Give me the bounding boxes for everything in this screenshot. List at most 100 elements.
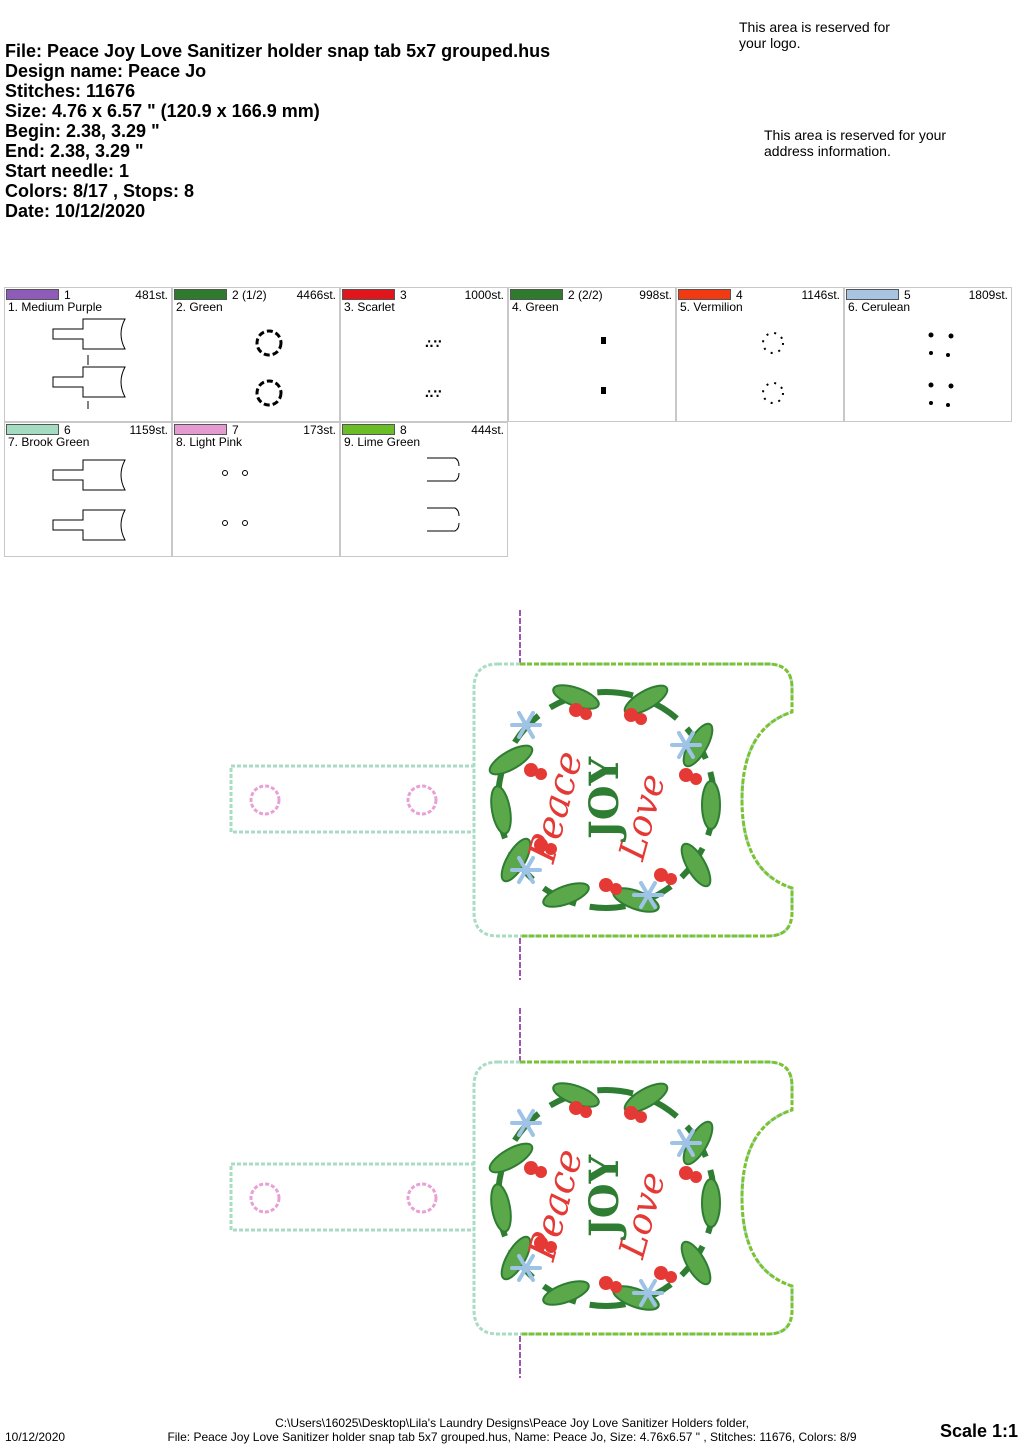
leaf <box>488 744 534 776</box>
stitch-count: 1809st. <box>968 288 1008 302</box>
leaf <box>680 842 712 888</box>
stitch-count: 1159st. <box>129 423 168 437</box>
scale-label: Scale 1:1 <box>939 1421 1018 1441</box>
berry <box>599 878 613 892</box>
step-thumbnail <box>52 459 126 541</box>
leaf <box>701 780 721 830</box>
design-date: Date: 10/12/2020 <box>5 201 146 221</box>
snowflake-icon <box>510 856 542 884</box>
color-swatch <box>6 289 59 300</box>
needle-number: 6 <box>64 423 71 437</box>
step-thumbnail: ∴∵ ∴∵ <box>425 337 442 401</box>
snowflake-icon <box>510 1109 542 1137</box>
berry <box>580 708 592 720</box>
snowflake-icon <box>510 711 542 739</box>
design-name: Design name: Peace Jo <box>5 61 207 81</box>
lime-edge <box>520 1060 794 1336</box>
color-name: 7. Brook Green <box>8 435 90 449</box>
svg-text:∴∵: ∴∵ <box>425 387 442 401</box>
color-swatch <box>678 289 731 300</box>
berry <box>690 773 702 785</box>
berry <box>610 1281 622 1293</box>
stitch-count: 444st. <box>471 423 504 437</box>
begin-position: Begin: 2.38, 3.29 " <box>5 121 160 141</box>
footer-date: 10/12/2020 <box>5 1430 66 1444</box>
svg-text:∴∵: ∴∵ <box>425 337 442 351</box>
berry <box>545 1241 557 1253</box>
color-step-4: 2 (2/2) 998st. 4. Green <box>508 287 676 422</box>
berry <box>654 1266 668 1280</box>
needle-number: 8 <box>400 423 407 437</box>
color-swatch <box>174 289 227 300</box>
color-name: 9. Lime Green <box>344 435 421 449</box>
berry <box>665 873 677 885</box>
berry <box>679 768 693 782</box>
file-name: File: Peace Joy Love Sanitizer holder sn… <box>5 41 551 61</box>
color-name: 6. Cerulean <box>848 300 911 314</box>
berry <box>580 1106 592 1118</box>
step-thumbnail <box>601 337 606 394</box>
berry <box>524 1161 538 1175</box>
color-name: 8. Light Pink <box>176 435 243 449</box>
berry <box>624 708 638 722</box>
needle-number: 3 <box>400 288 407 302</box>
leaf <box>701 1178 721 1228</box>
leaf <box>542 1280 590 1306</box>
word-joy: JOY <box>581 1154 628 1240</box>
color-swatch <box>342 289 395 300</box>
color-swatch <box>6 424 59 435</box>
color-swatch <box>510 289 563 300</box>
needle-number: 2 (2/2) <box>568 288 603 302</box>
color-name: 5. Vermilion <box>680 300 743 314</box>
step-thumbnail <box>255 329 283 407</box>
color-swatch <box>846 289 899 300</box>
berry <box>654 868 668 882</box>
leaf <box>490 1183 512 1233</box>
color-name: 3. Scarlet <box>344 300 395 314</box>
berry <box>665 1271 677 1283</box>
snap-circle <box>249 1182 281 1214</box>
berry <box>635 713 647 725</box>
stitch-count: 998st. <box>639 288 672 302</box>
color-step-7: 6 1159st. 7. Brook Green <box>4 422 172 557</box>
needle-number: 4 <box>736 288 743 302</box>
color-name: 1. Medium Purple <box>8 300 103 314</box>
berry <box>535 768 547 780</box>
snap-circle <box>406 1182 438 1214</box>
step-thumbnail <box>52 318 126 409</box>
berry <box>624 1106 638 1120</box>
step-thumbnail <box>762 332 784 404</box>
snowflake-icon <box>510 1254 542 1282</box>
snowflake-icon <box>670 731 702 759</box>
color-name: 4. Green <box>512 300 559 314</box>
step-thumbnail <box>222 470 248 526</box>
step-thumbnail <box>427 457 460 532</box>
snap-tab <box>229 1162 476 1232</box>
color-name: 2. Green <box>176 300 223 314</box>
leaf <box>488 1142 534 1174</box>
leaf <box>490 785 512 835</box>
berry <box>534 838 548 852</box>
word-joy: JOY <box>581 756 628 842</box>
berry <box>569 1101 583 1115</box>
snap-circle <box>249 784 281 816</box>
snowflake-icon <box>632 1279 664 1307</box>
design-size: Size: 4.76 x 6.57 " (120.9 x 166.9 mm) <box>5 101 320 121</box>
berry <box>569 703 583 717</box>
color-step-9: 8 444st. 9. Lime Green <box>340 422 508 557</box>
leaf <box>680 1240 712 1286</box>
design-info: File: Peace Joy Love Sanitizer holder sn… <box>5 41 550 221</box>
berry <box>524 763 538 777</box>
berry <box>690 1171 702 1183</box>
footer-file-info: File: Peace Joy Love Sanitizer holder sn… <box>167 1430 857 1444</box>
color-step-2: 2 (1/2)4466st.2. Green <box>172 287 340 422</box>
address-placeholder: This area is reserved for your address i… <box>764 127 947 159</box>
stitch-count: Stitches: 11676 <box>5 81 136 101</box>
